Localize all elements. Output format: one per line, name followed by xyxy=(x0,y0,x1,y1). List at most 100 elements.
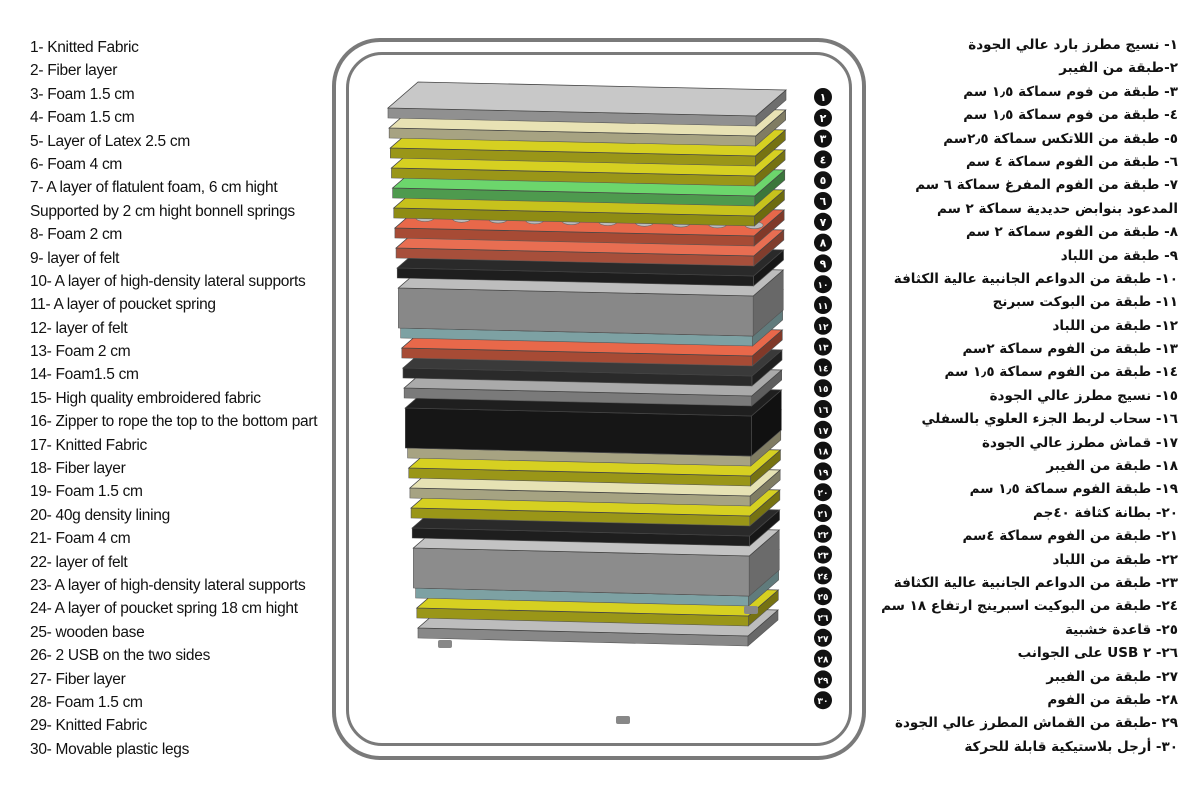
badge-number: ١٥ xyxy=(818,385,829,395)
badge-number: ١٩ xyxy=(818,468,829,478)
layer-label-ar: ٢-طبقة من الفيبر xyxy=(1059,60,1178,77)
number-badge: ١٦ xyxy=(814,400,832,418)
badge-number: ١٦ xyxy=(818,406,829,416)
badge-circle xyxy=(814,233,832,252)
number-badge: ٢٩ xyxy=(814,670,832,689)
layer-label-ar: ١٤- طبقة من الفوم سماكة ١٫٥ سم xyxy=(944,364,1178,381)
layer-label-ar: ١٢- طبقة من اللباد xyxy=(1052,317,1178,334)
layer-label-en: 10- A layer of high-density lateral supp… xyxy=(30,272,306,290)
badge-circle xyxy=(814,108,832,127)
layer-label-ar: ١٨- طبقة من الفيبر xyxy=(1046,458,1178,475)
badge-number: ٢٠ xyxy=(818,489,829,499)
layer-label-en: 23- A layer of high-density lateral supp… xyxy=(30,576,306,594)
layer-label-en: 17- Knitted Fabric xyxy=(30,436,147,454)
diagram-frame-inner xyxy=(346,52,852,746)
badge-circle xyxy=(814,504,832,522)
badge-circle xyxy=(814,608,832,626)
badge-circle xyxy=(814,649,832,668)
badge-circle xyxy=(814,587,832,606)
number-badge: ٢٥ xyxy=(814,587,832,606)
badge-circle xyxy=(814,566,832,585)
badge-number: ٤ xyxy=(820,153,827,166)
layer-label-en: 8- Foam 2 cm xyxy=(30,226,123,244)
badge-number: ٢٨ xyxy=(818,656,829,666)
layer-label-ar: ٢٢- طبقة من اللباد xyxy=(1052,551,1178,568)
badge-circle xyxy=(814,462,832,481)
layer-label-en: 7- A layer of flatulent foam, 6 cm hight xyxy=(30,179,278,197)
badge-circle xyxy=(814,150,832,169)
badge-number: ٢٤ xyxy=(818,572,829,582)
number-badge: ١٩ xyxy=(814,462,832,481)
layer-label-ar: ١٩- طبقة الفوم سماكة ١٫٥ سم xyxy=(969,481,1178,498)
badge-circle xyxy=(814,275,832,294)
layer-label-en: 4- Foam 1.5 cm xyxy=(30,109,135,127)
number-badge: ١٨ xyxy=(814,441,832,460)
layer-label-en: 2- Fiber layer xyxy=(30,62,118,80)
badge-number: ٣ xyxy=(820,133,827,146)
number-badge: ١٢ xyxy=(814,316,832,335)
badge-circle xyxy=(814,483,832,502)
badge-circle xyxy=(814,212,832,231)
layer-label-en: 12- layer of felt xyxy=(30,319,128,337)
layer-label-ar: ٢٦- ٢ USB على الجوانب xyxy=(1017,645,1178,662)
layer-label-en: 19- Foam 1.5 cm xyxy=(30,483,143,501)
badge-circle xyxy=(814,171,832,190)
layer-label-en: 25- wooden base xyxy=(30,623,145,641)
badge-circle xyxy=(814,296,832,314)
layer-label-en: 18- Fiber layer xyxy=(30,460,126,478)
number-badge: ٣٠ xyxy=(814,691,832,710)
badge-circle xyxy=(814,254,832,273)
layer-label-ar: ١٣- طبقة من الفوم سماكة ٢سم xyxy=(962,341,1178,358)
badge-circle xyxy=(814,316,832,335)
plastic-leg xyxy=(616,716,630,724)
number-badge: ٥ xyxy=(814,171,832,190)
layer-label-en: 22- layer of felt xyxy=(30,553,128,571)
number-badge: ٢٣ xyxy=(814,545,832,564)
plastic-leg xyxy=(744,606,758,614)
badge-number: ١ xyxy=(820,91,827,104)
number-badge: ١٣ xyxy=(814,337,832,356)
badge-circle xyxy=(814,628,832,647)
layer-label-en: 26- 2 USB on the two sides xyxy=(30,647,211,665)
badge-circle xyxy=(814,441,832,460)
badge-number: ١٠ xyxy=(818,281,829,291)
layer-label-ar: ١١- طبقة من البوكت سبرنج xyxy=(992,294,1178,311)
badge-circle xyxy=(814,358,832,377)
badge-number: ٩ xyxy=(820,257,827,270)
layer-top-face xyxy=(386,81,788,117)
layer-label-ar: ١٧- قماش مطرز عالي الجودة xyxy=(982,434,1178,451)
badge-number: ١٣ xyxy=(818,344,829,354)
number-badge: ٩ xyxy=(814,254,832,273)
layer-label-ar: ٨- طبقة من الفوم سماكة ٢ سم xyxy=(965,224,1178,241)
layer-label-ar: ٢٠- بطانة كثافة ٤٠جم xyxy=(1032,504,1178,521)
number-badge: ٢٢ xyxy=(814,524,832,543)
number-badge: ٧ xyxy=(814,212,832,231)
number-badge: ٢ xyxy=(814,108,832,127)
number-badge: ٢٤ xyxy=(814,566,832,585)
badge-number: ٢٦ xyxy=(818,614,829,624)
badge-number: ٢١ xyxy=(818,510,829,520)
badge-number: ٢٥ xyxy=(818,593,829,603)
badge-number: ١٤ xyxy=(818,364,829,374)
layer-label-ar: ٤- طبقة من فوم سماكة ١٫٥ سم xyxy=(963,107,1178,124)
badge-number: ٢٧ xyxy=(818,635,829,645)
layer-label-ar: ٣٠- أرجل بلاستيكية قابلة للحركة xyxy=(964,738,1178,755)
layer-label-ar: ١٦- سحاب لربط الجزء العلوي بالسفلي xyxy=(921,411,1178,428)
layer-label-ar: ٢١- طبقة من الفوم سماكة ٤سم xyxy=(962,528,1178,545)
arabic-layer-list: ١- نسيج مطرز بارد عالي الجودة ٢-طبقة من ا… xyxy=(848,34,1178,759)
number-badge: ٢٧ xyxy=(814,628,832,647)
number-badge: ٣ xyxy=(814,129,832,148)
layer-label-en: 28- Foam 1.5 cm xyxy=(30,693,143,711)
layer-label-ar: ١- نسيج مطرز بارد عالي الجودة xyxy=(968,37,1178,53)
layer-label-en: 20- 40g density lining xyxy=(30,506,170,524)
layer-label-ar: ٣- طبقة من فوم سماكة ١٫٥ سم xyxy=(963,83,1178,100)
layer-label-en: 24- A layer of poucket spring 18 cm high… xyxy=(30,600,298,618)
badge-number: ٢٣ xyxy=(818,552,829,562)
number-badge: ٨ xyxy=(814,233,832,252)
layer-label-en: 3- Foam 1.5 cm xyxy=(30,85,135,103)
layer-label-en: Supported by 2 cm hight bonnell springs xyxy=(30,202,295,220)
layer-label-ar: ١٥- نسيج مطرز عالي الجودة xyxy=(989,387,1178,404)
layer-label-en: 11- A layer of poucket spring xyxy=(30,296,216,314)
badge-number: ٢٢ xyxy=(818,531,829,541)
